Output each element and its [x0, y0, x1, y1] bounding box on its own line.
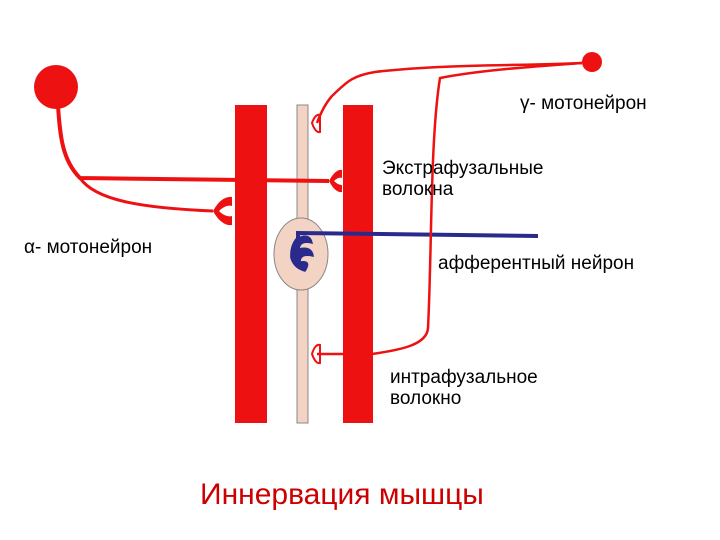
intrafusal-label-line-1: интрафузальное [390, 367, 538, 388]
extrafusal-label-line-1: Экстрафузальные [382, 158, 544, 179]
gamma-motoneuron-soma [582, 52, 602, 72]
gamma-ending-lower [310, 343, 321, 365]
alpha-motoneuron-soma [34, 65, 78, 109]
annulospiral-ending [290, 235, 314, 272]
gamma-axon-upper [315, 61, 583, 124]
alpha-motoneuron-label: α- мотонейрон [24, 237, 153, 258]
extrafusal-fiber-right [343, 105, 373, 423]
diagram-title: Иннервация мышцы [200, 478, 484, 511]
extrafusal-label-line-2: волокна [382, 179, 454, 200]
alpha-axon-branch [78, 177, 214, 213]
alpha-axon [56, 105, 330, 183]
intrafusal-label-line-2: волокно [390, 388, 462, 409]
gamma-axon-lower [317, 61, 583, 356]
afferent-neuron-line [296, 230, 539, 240]
gamma-ending-upper [310, 113, 321, 134]
extrafusal-fiber-left [235, 105, 267, 423]
afferent-neuron-label: афферентный нейрон [438, 253, 635, 274]
gamma-motoneuron-label: γ- мотонейрон [520, 93, 647, 114]
